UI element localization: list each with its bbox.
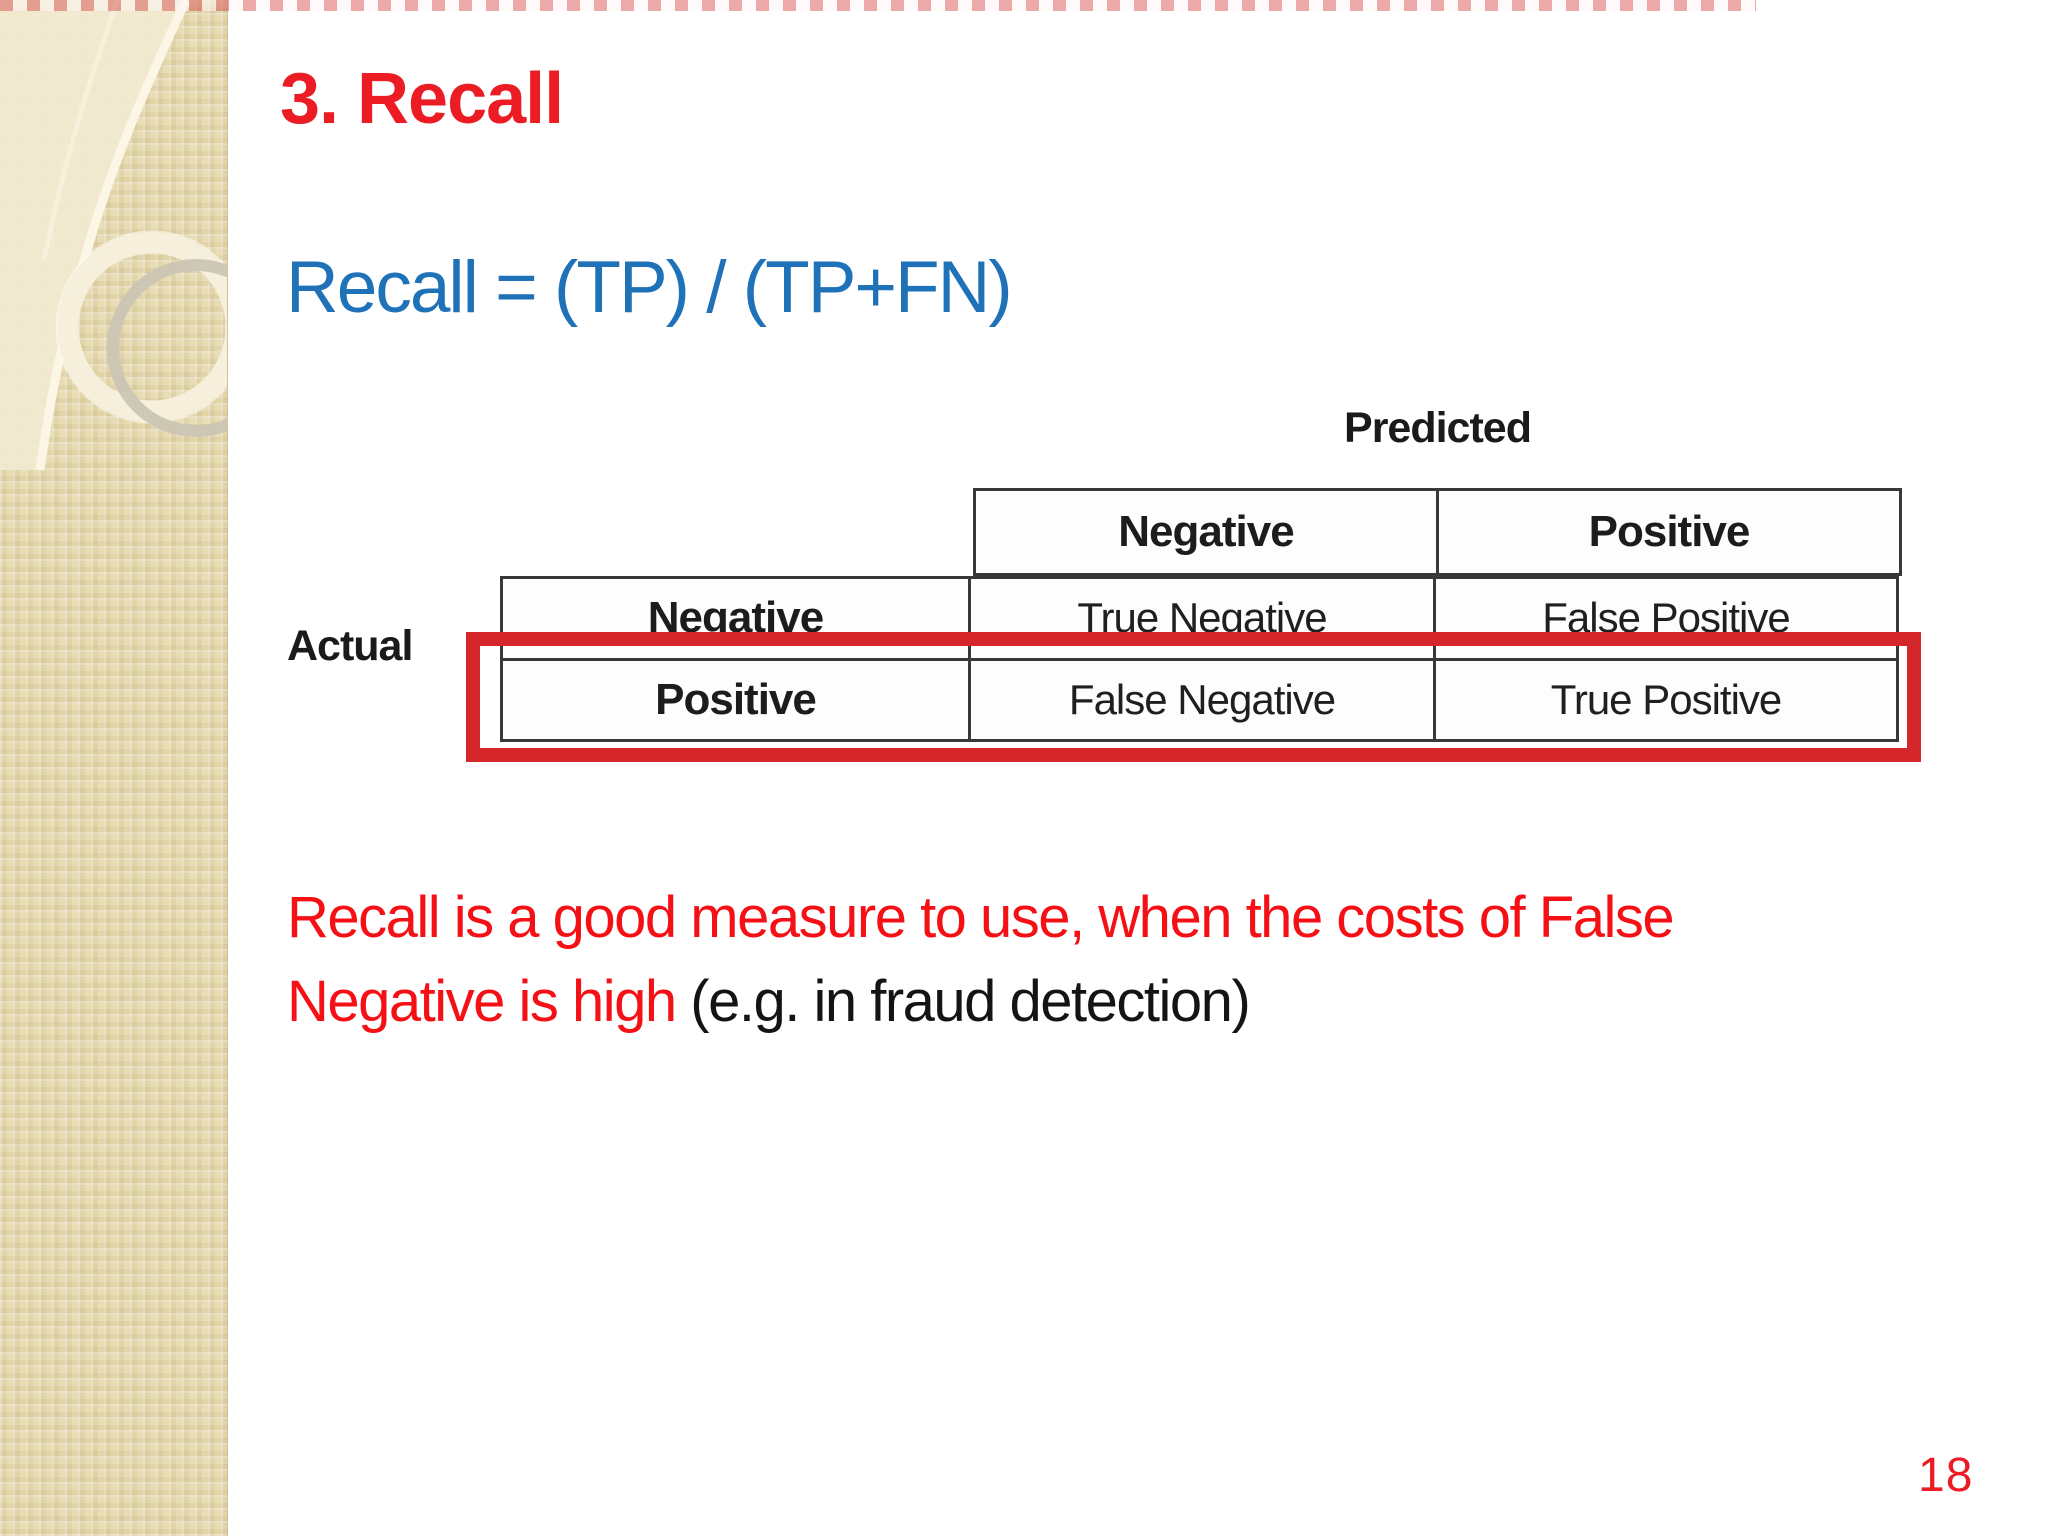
recall-row-highlight-box <box>466 632 1921 762</box>
row-label-positive: Positive <box>655 674 817 724</box>
column-header-positive: Positive <box>1436 491 1899 573</box>
top-edge-artifact <box>0 0 1756 11</box>
note-paragraph: Recall is a good measure to use, when th… <box>287 876 1675 1044</box>
matrix-column-headers: Negative Positive <box>973 488 1902 576</box>
note-line-1: Recall is a good measure to use, when th… <box>287 885 1675 950</box>
cell-true-positive: True Positive <box>1433 660 1896 739</box>
predicted-axis-label: Predicted <box>1344 404 1532 452</box>
recall-formula: Recall = (TP) / (TP+FN) <box>286 247 1013 328</box>
sidebar-decoration <box>0 0 228 1536</box>
table-row-actual-positive: Positive False Negative True Positive <box>503 657 1896 739</box>
page-number: 18 <box>1918 1449 1974 1502</box>
actual-axis-label: Actual <box>287 622 413 670</box>
note-line-2-red: Negative is high <box>287 969 677 1034</box>
note-line-2-black: (e.g. in fraud detection) <box>675 969 1250 1034</box>
slide-title: 3. Recall <box>280 59 564 139</box>
circles-ornament-icon <box>0 0 227 471</box>
note-line-2: Negative is high (e.g. in fraud detectio… <box>287 960 1673 1044</box>
cell-false-negative: False Negative <box>968 660 1433 739</box>
column-header-negative: Negative <box>1118 507 1294 556</box>
